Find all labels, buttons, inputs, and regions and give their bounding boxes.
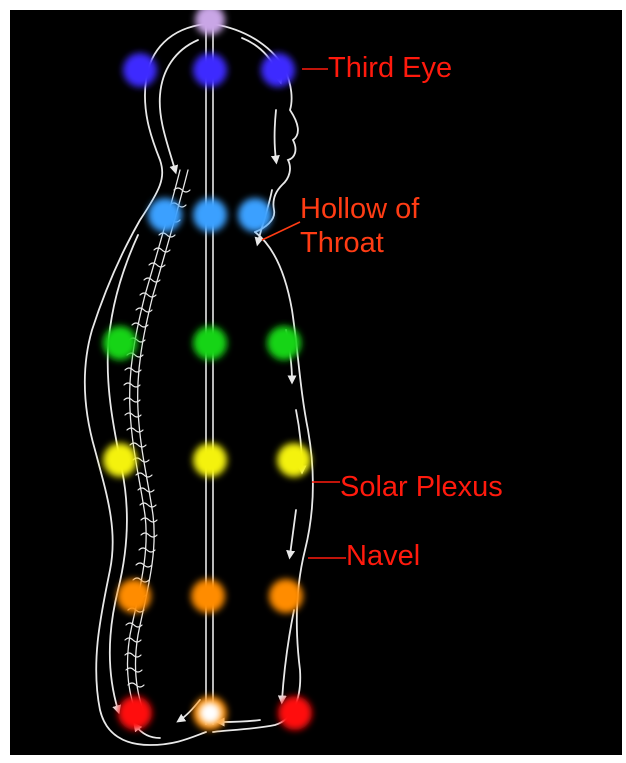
label-solar-plexus: Solar Plexus [340,471,503,504]
central-channel [206,18,213,725]
chakra-orb-brow-3 [261,53,295,87]
vertebra-tick [139,548,155,552]
vertebra-tick [154,248,170,252]
label-navel: Navel [346,540,420,573]
chakra-orb-throat-2 [193,198,227,232]
chakra-orb-solar-2 [193,443,227,477]
diagram-canvas: Third Eye Hollow of Throat Solar Plexus … [10,10,622,755]
vertebra-tick [141,518,157,522]
chakra-orb-throat-1 [148,198,182,232]
chakra-orb-root-center-glow [199,702,221,724]
chakra-orb-heart-3 [267,326,301,360]
vertebra-tick [128,683,144,687]
vertebra-tick [125,638,141,642]
chakra-orb-brow-1 [123,53,157,87]
chakra-orb-heart-2 [193,326,227,360]
chakra-orb-brow-2 [193,53,227,87]
vertebra-tick [140,503,156,507]
label-third-eye: Third Eye [328,52,452,85]
vertebra-tick [130,443,146,447]
vertebra-tick [126,668,142,672]
chakra-orb-solar-1 [103,443,137,477]
chakra-orb-root-1 [118,696,152,730]
chakra-orb-sacral-1 [117,579,151,613]
chakra-orb-heart-1 [103,326,137,360]
vertebra-tick [127,428,143,432]
label-hollow-of-throat-line2: Throat [300,227,384,260]
chakra-orb-throat-3 [238,198,272,232]
chakra-orb-solar-3 [277,443,311,477]
chakra-orb-sacral-2 [191,579,225,613]
front-outline [136,24,313,738]
chakra-orb-sacral-3 [269,579,303,613]
chakra-orbs [103,10,312,730]
chakra-orb-crown-1 [195,10,225,35]
body-outline [85,24,206,745]
chakra-orb-root-3 [278,696,312,730]
body-outline-figure [10,10,622,755]
label-hollow-of-throat-line1: Hollow of [300,193,419,226]
